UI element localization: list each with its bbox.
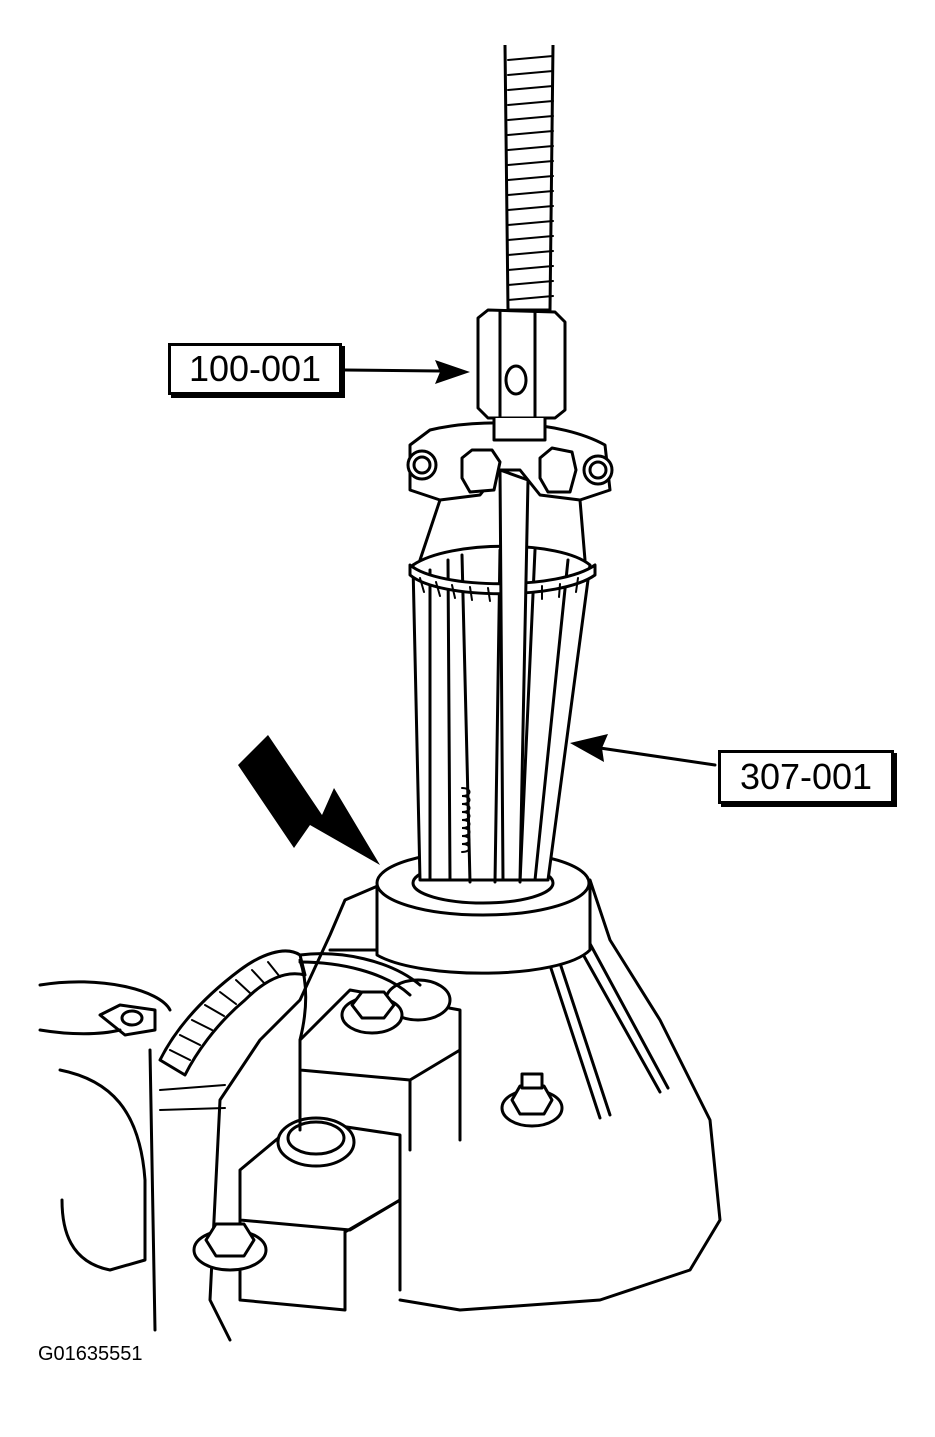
threaded-rod: [503, 44, 555, 312]
bolt-right: [500, 1072, 564, 1128]
direction-arrow-icon: [238, 735, 380, 865]
label-tool-307-001: 307-001: [718, 750, 894, 804]
upper-boss: [298, 978, 462, 1152]
leader-arrow-307-001: [570, 734, 717, 767]
bolt-lower-left: [192, 1222, 268, 1272]
leader-arrow-100-001: [343, 360, 470, 384]
label-tool-100-001: 100-001: [168, 343, 342, 395]
figure-id: G01635551: [38, 1343, 143, 1365]
puller-body: [408, 468, 597, 884]
puller-bridge: [406, 421, 614, 562]
lower-left-boss: [238, 1116, 402, 1312]
wiring-harness: [38, 949, 422, 1077]
adapter-nut: [476, 308, 567, 442]
